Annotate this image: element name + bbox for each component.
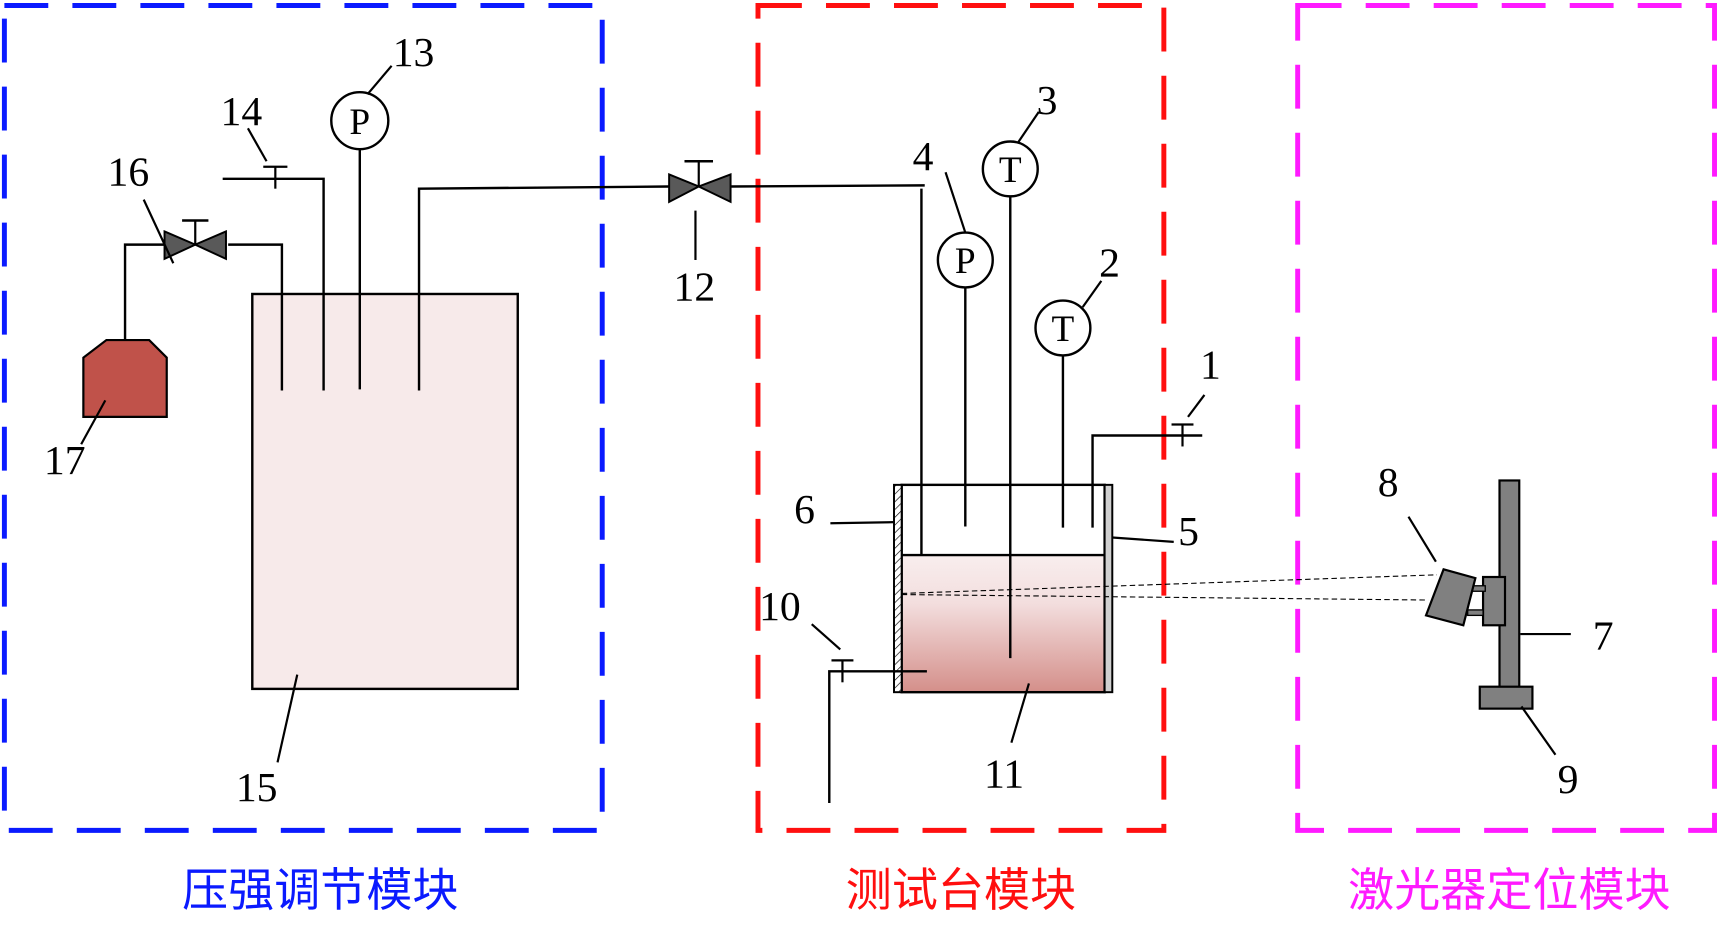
valve-12[interactable]: [668, 160, 732, 204]
stand-base-9: [1478, 685, 1534, 710]
label-10: 10: [759, 584, 801, 630]
leader-10: [811, 623, 841, 651]
label-14: 14: [220, 89, 262, 135]
pipe-tank-to-valve12: [417, 185, 670, 391]
label-13: 13: [393, 30, 435, 76]
valve-16[interactable]: [163, 219, 227, 261]
leader-15: [276, 674, 299, 763]
leader-16: [142, 199, 175, 264]
label-3: 3: [1037, 78, 1058, 124]
testbench-module-title: 测试台模块: [846, 863, 1076, 917]
pressure-gauge-13: P: [330, 90, 390, 151]
label-15: 15: [236, 765, 278, 811]
gauge-13-letter: P: [349, 102, 370, 143]
pressure-gauge-4: P: [936, 231, 994, 289]
pipe-vent14-to-tank: [222, 177, 325, 391]
pipe-valve12-to-chamber: [730, 184, 925, 188]
leader-13: [366, 65, 393, 96]
laser-mount: [1481, 575, 1507, 627]
vent-valve-1[interactable]: [1171, 423, 1194, 447]
label-8: 8: [1378, 460, 1399, 506]
thermo-2-letter: T: [1052, 309, 1075, 350]
leader-6: [830, 521, 895, 525]
hatched-wall-6: [893, 483, 903, 694]
leader-5: [1112, 536, 1174, 543]
testbench-module-box: [755, 3, 1167, 833]
laser-8: [1424, 568, 1477, 627]
pressure-module-title: 压强调节模块: [182, 863, 458, 917]
label-5: 5: [1178, 509, 1199, 555]
label-16: 16: [108, 149, 150, 195]
leader-9: [1520, 705, 1557, 756]
thermometer-3: T: [981, 140, 1039, 198]
pressure-module-box: [1, 3, 605, 833]
thermo-3-letter: T: [999, 150, 1022, 191]
gauge-4-letter: P: [955, 241, 976, 282]
laser-beam-lower: [901, 594, 1429, 601]
leader-3: [1017, 111, 1040, 144]
liquid-11: [901, 555, 1105, 693]
leader-8: [1407, 516, 1437, 563]
leader-11: [1010, 683, 1030, 743]
label-9: 9: [1558, 757, 1579, 803]
pipe-drain10: [828, 670, 927, 803]
label-12: 12: [674, 265, 716, 311]
pipe-bottle-to-valve16: [123, 243, 165, 341]
leader-17: [80, 399, 107, 445]
leader-2: [1081, 280, 1103, 308]
pipe-valve16-to-tank: [228, 243, 284, 391]
vent-valve-14[interactable]: [263, 165, 288, 189]
window-5: [1103, 483, 1114, 694]
leader-1: [1187, 394, 1206, 418]
gas-bottle: [82, 338, 168, 418]
pipe-vent1: [1091, 434, 1203, 528]
label-6: 6: [794, 487, 815, 533]
label-7: 7: [1593, 613, 1614, 659]
laser-module-box: [1295, 3, 1717, 833]
drain-valve-10[interactable]: [831, 659, 854, 683]
label-1: 1: [1200, 342, 1221, 388]
leader-14: [246, 127, 268, 162]
laser-beam-upper: [901, 574, 1438, 595]
pressure-tank: [251, 292, 519, 691]
label-2: 2: [1099, 240, 1120, 286]
label-4: 4: [913, 134, 934, 180]
mount-arm-lower: [1467, 609, 1484, 617]
thermometer-2: T: [1034, 299, 1092, 357]
label-17: 17: [44, 438, 86, 484]
laser-module-title: 激光器定位模块: [1348, 863, 1670, 917]
label-11: 11: [984, 752, 1024, 798]
leader-4: [944, 171, 967, 233]
